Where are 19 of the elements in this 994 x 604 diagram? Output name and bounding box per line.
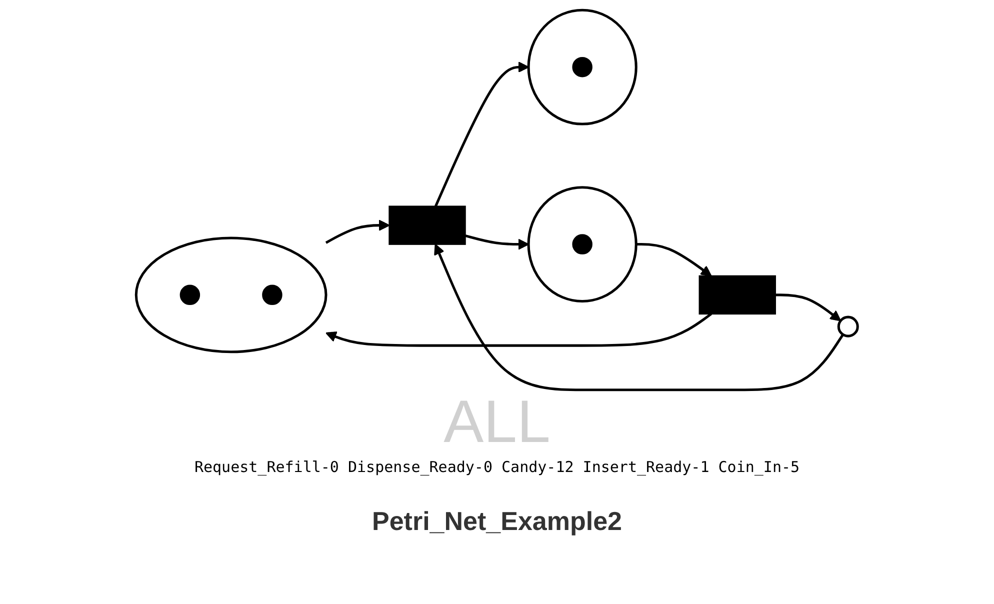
diagram-caption: Petri_Net_Example2 [372, 506, 622, 537]
cluster [134, 236, 328, 354]
arrow [636, 243, 712, 276]
arrow [434, 244, 844, 392]
arrow [326, 220, 390, 244]
node-circle [837, 316, 859, 338]
node-circle [572, 234, 593, 254]
node-bar [388, 206, 466, 245]
arrow [326, 312, 712, 347]
node-circle [262, 284, 282, 306]
node-circle [180, 284, 200, 306]
cluster [527, 186, 638, 303]
arrow [775, 294, 842, 322]
arrow [465, 234, 530, 250]
cluster [527, 8, 638, 126]
node-bar [698, 275, 776, 315]
arrow [434, 62, 530, 207]
node-circle [572, 56, 593, 78]
status-text: Request_Refill-0 Dispense_Ready-0 Candy-12 Insert_Ready-1 Coin_In-5 [194, 458, 800, 476]
